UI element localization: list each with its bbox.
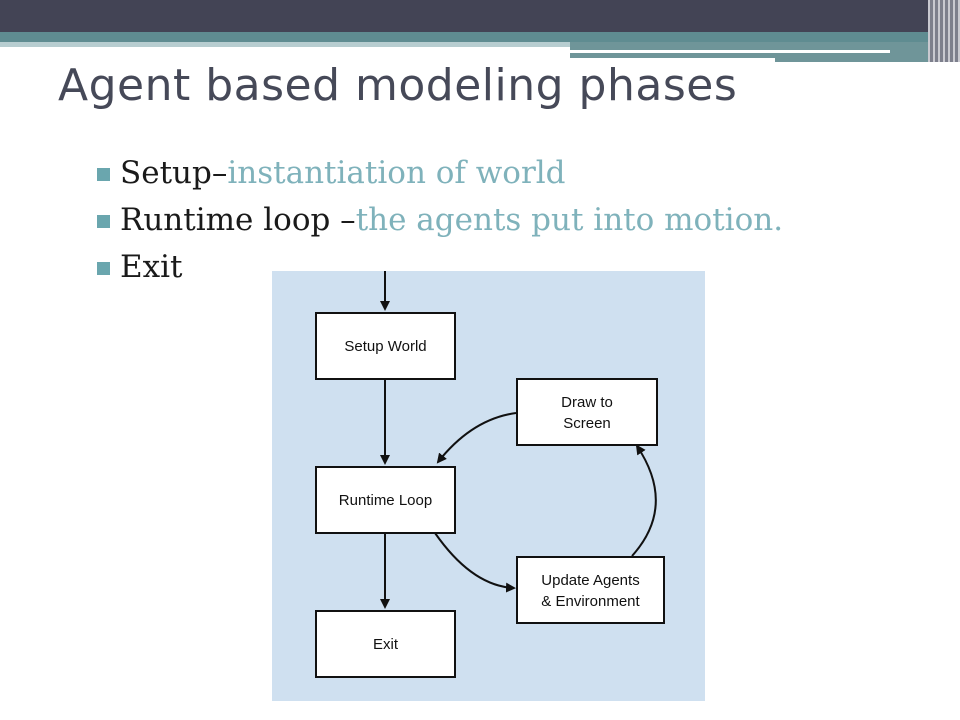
bullet-label: Setup– <box>120 155 228 191</box>
flow-diagram: Setup World Draw to Screen Runtime Loop … <box>272 271 705 701</box>
node-setup-world: Setup World <box>315 312 456 380</box>
header-bar <box>0 0 960 32</box>
draw-to-runtime-arrow <box>436 412 517 464</box>
update-to-draw-arrow <box>631 444 657 557</box>
header-tab-line-lower <box>570 58 775 64</box>
node-update-agents: Update Agents & Environment <box>516 556 665 624</box>
bullet-item-exit: Exit <box>97 244 783 291</box>
node-runtime-label: Runtime Loop <box>339 492 432 509</box>
node-draw-label-line1: Draw to <box>561 394 613 411</box>
header-light-band <box>0 42 570 47</box>
runtime-to-update-arrow <box>434 532 516 593</box>
node-update-label-line1: Update Agents <box>541 572 639 589</box>
bullet-detail: instantiation of world <box>227 155 566 191</box>
square-bullet-icon <box>97 215 110 228</box>
node-draw-label-line2: Screen <box>563 415 611 432</box>
bullet-label: Runtime loop – <box>120 202 356 238</box>
square-bullet-icon <box>97 168 110 181</box>
node-setup-label: Setup World <box>344 338 426 355</box>
node-exit-label: Exit <box>373 636 399 653</box>
bullet-item-runtime: Runtime loop – the agents put into motio… <box>97 197 783 244</box>
bullet-detail: the agents put into motion. <box>355 202 784 238</box>
node-draw-to-screen: Draw to Screen <box>516 378 658 446</box>
header-accent-band <box>0 32 960 42</box>
bullet-item-setup: Setup– instantiation of world <box>97 150 783 197</box>
square-bullet-icon <box>97 262 110 275</box>
bullet-list: Setup– instantiation of world Runtime lo… <box>97 150 783 291</box>
node-runtime-loop: Runtime Loop <box>315 466 456 534</box>
node-update-label-line2: & Environment <box>541 593 640 610</box>
header-tab-line <box>570 50 890 53</box>
header-stripes <box>928 0 960 62</box>
slide-title: Agent based modeling phases <box>58 60 738 111</box>
flow-diagram-svg: Setup World Draw to Screen Runtime Loop … <box>272 271 705 701</box>
bullet-label: Exit <box>120 249 183 285</box>
node-exit: Exit <box>315 610 456 678</box>
